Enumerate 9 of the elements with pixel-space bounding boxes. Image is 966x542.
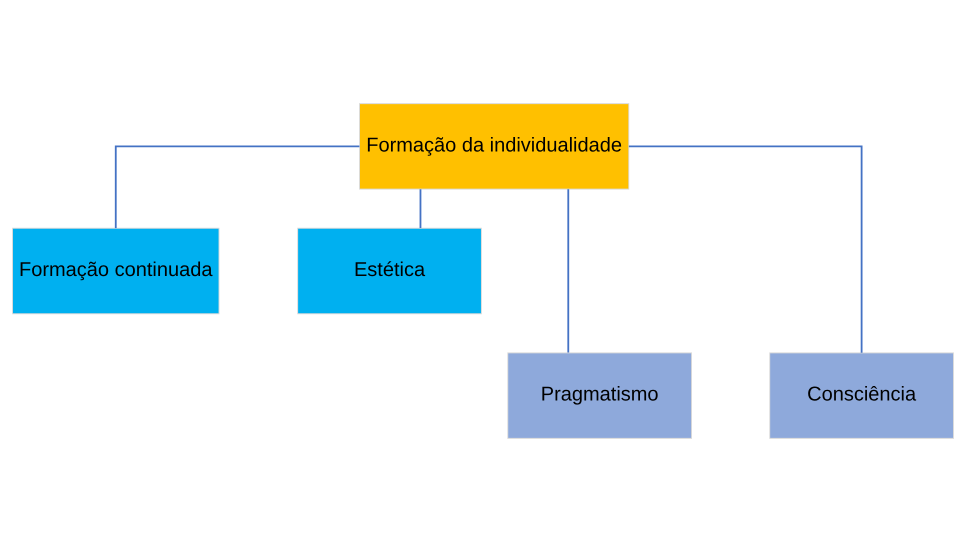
connector bbox=[567, 189, 570, 352]
connector bbox=[628, 145, 863, 353]
node-box: Pragmatismo bbox=[507, 352, 692, 439]
connector bbox=[114, 145, 360, 228]
node-box: Estética bbox=[297, 228, 482, 314]
connector bbox=[420, 189, 422, 228]
node-box: Formação continuada bbox=[12, 228, 220, 314]
node-box: Formação da individualidade bbox=[359, 103, 630, 190]
node-box: Consciência bbox=[769, 352, 954, 439]
